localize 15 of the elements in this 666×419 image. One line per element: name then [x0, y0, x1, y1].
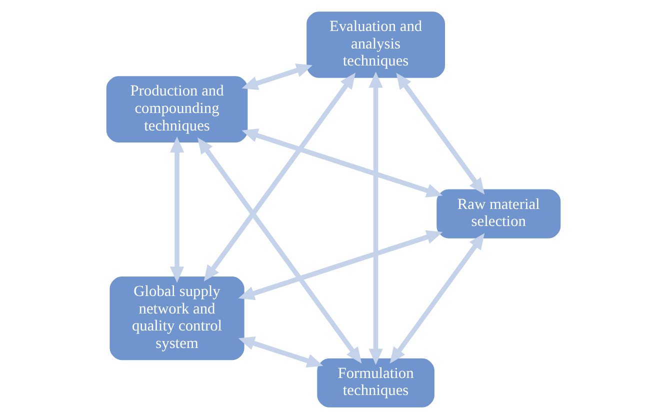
arrow — [196, 138, 362, 364]
arrow — [238, 336, 323, 368]
arrow — [241, 128, 442, 198]
arrow — [396, 72, 484, 194]
arrow — [238, 230, 442, 300]
arrow — [389, 233, 484, 364]
node-box: Global supply network and quality control system — [109, 276, 244, 360]
arrow — [368, 72, 382, 365]
arrow — [169, 136, 184, 283]
arrow — [203, 72, 356, 282]
node-box: Raw material selection — [436, 189, 560, 238]
node-box: Production and compounding techniques — [106, 76, 248, 142]
arrow — [241, 64, 312, 90]
node-box: Evaluation and analysis techniques — [306, 12, 444, 78]
node-box: Formulation techniques — [316, 358, 434, 408]
